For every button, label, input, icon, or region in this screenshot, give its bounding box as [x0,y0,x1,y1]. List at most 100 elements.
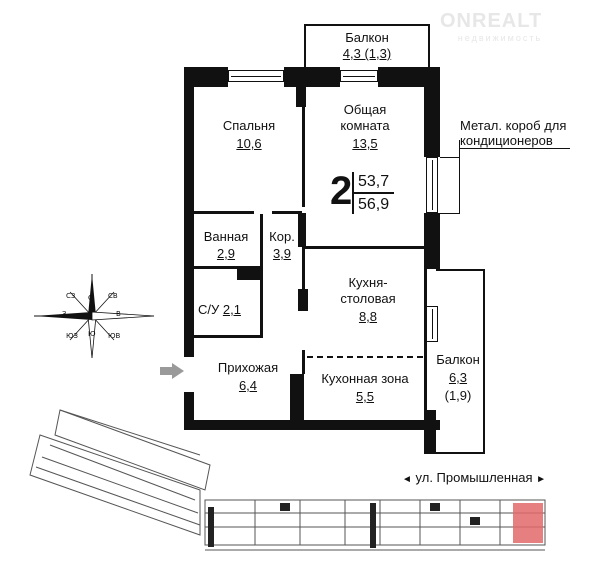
room-bedroom-area: 10,6 [236,136,262,151]
outer-wall-right-lower [424,269,427,434]
street-name: ул. Промышленная [415,470,533,485]
living-window [426,157,438,213]
balcony-right-top [436,269,484,271]
watermark-brand: ONREALT [440,10,543,32]
compass-n-label: С [88,294,93,302]
room-kitchen-zone-area: 5,5 [355,389,375,404]
room-balcony-top-area: 4,3 (1,3) [342,46,392,61]
wall-hall-kitchen [290,374,304,420]
kitchen-window [426,306,438,342]
outer-wall-left-bottom [184,392,194,430]
wall-bedroom-bottom [194,211,254,214]
apartment-area-living: 53,7 [358,173,390,190]
wall-bedroom-bottom-right [272,211,302,214]
room-corridor: Кор. 3,9 [262,229,302,262]
wall-bath-bottom-thick [237,266,263,280]
kitchen-zone-divider [307,356,423,358]
balcony-right-side [483,269,485,454]
site-plan-walls [208,503,480,548]
apartment-summary-divider-h [354,192,394,194]
balcony-top-wall-top [304,24,430,26]
balcony-right-bottom [424,452,485,454]
balcony-top-wall-left [304,24,306,70]
bedroom-window [228,70,284,82]
site-plan [29,409,546,551]
room-balcony-top: Балкон 4,3 (1,3) [306,30,428,62]
outer-wall-top-mid [284,67,304,87]
room-kitchen-dining: Кухня-столовая 8,8 [318,275,418,325]
compass-nw-label: СЗ [66,292,76,300]
street-arrow-right-icon: ► [536,474,547,485]
balcony-right-wall [424,410,436,454]
compass-ne-label: СВ [108,292,118,300]
wall-kitchen-left [302,249,305,289]
wall-living-bottom [302,246,424,249]
compass-w-label: З [62,310,67,318]
room-bathroom-name: Ванная [203,229,249,244]
ac-box-top [440,157,460,158]
ac-box-annotation: Метал. короб для кондиционеров [460,118,574,148]
outer-wall-right-mid [424,213,440,269]
wall-living-door-left [298,213,306,247]
compass-se-label: ЮВ [108,332,121,340]
wall-kitchen-left-thick [298,289,308,311]
compass-rose-icon [34,274,155,359]
wall-bath-bottom [194,266,260,269]
room-toilet-area: 2,1 [222,302,241,317]
room-kitchen-zone-name: Кухонная зона [321,371,409,386]
compass-e-label: В [116,310,121,318]
room-living: Общая комната 13,5 [320,102,410,152]
outer-wall-top-right-a [304,67,340,87]
room-bathroom: Ванная 2,9 [196,229,256,262]
entrance-arrow-icon [160,363,184,379]
balcony-top-wall-right [428,24,430,70]
compass-s-label: Ю [88,330,96,338]
street-label: ◄ ул. Промышленная ► [402,470,546,488]
room-balcony-right: Балкон 6,3 (1,9) [430,352,486,404]
room-balcony-right-area: 6,3 [448,370,468,385]
compass-rose: З В С Ю СЗ СВ ЮЗ ЮВ [30,270,158,362]
room-living-name: Общая комната [340,102,390,133]
floor-plan: Балкон 4,3 (1,3) Спальня 10,6 Общая комн… [30,24,574,454]
balcony-door-top [340,70,378,82]
outer-wall-bottom [184,420,440,430]
wall-bath-right [260,214,263,266]
ac-box-right [459,157,460,214]
room-bedroom-name: Спальня [222,118,276,133]
outer-wall-top-left [184,67,228,87]
watermark-tagline: недвижимость [457,33,543,43]
apartment-summary: 2 53,7 56,9 [330,169,394,214]
wall-wc-bottom [194,335,263,338]
ac-box-bottom [440,213,460,214]
ac-box-pointer [459,140,460,158]
room-kitchen-dining-name: Кухня-столовая [340,275,396,306]
room-toilet-name: С/У [198,302,220,317]
room-corridor-area: 3,9 [272,246,292,261]
ac-box-annotation-text: Метал. короб для кондиционеров [460,118,567,148]
room-hallway: Прихожая 6,4 [208,360,288,394]
street-arrow-left-icon: ◄ [402,474,412,485]
room-hallway-name: Прихожая [217,360,279,375]
room-living-area: 13,5 [352,136,378,151]
room-kitchen-zone: Кухонная зона 5,5 [310,371,420,405]
room-balcony-right-name: Балкон [436,352,480,367]
compass-sw-label: ЮЗ [66,332,79,340]
site-plan-highlight-apartment [513,503,543,543]
room-balcony-right-extra: (1,9) [444,388,472,403]
outer-wall-right-top [424,67,440,157]
room-toilet: С/У 2,1 [198,302,258,318]
outer-wall-left [184,67,194,357]
wall-bedroom-living [302,87,305,207]
room-corridor-name: Кор. [269,229,295,244]
apartment-area-total: 56,9 [358,196,390,213]
wall-hall-kitchen-thin [302,350,305,374]
apartment-summary-divider-v [352,172,354,214]
room-hallway-area: 6,4 [238,378,258,393]
watermark-logo: ONREALT недвижимость [440,10,542,43]
apartment-rooms-count: 2 [330,169,353,213]
site-plan-curved-wing [29,409,211,536]
room-kitchen-dining-area: 8,8 [358,309,378,324]
wall-bedroom-living-thick [296,87,306,107]
room-bathroom-area: 2,9 [216,246,236,261]
room-bedroom: Спальня 10,6 [204,118,294,152]
